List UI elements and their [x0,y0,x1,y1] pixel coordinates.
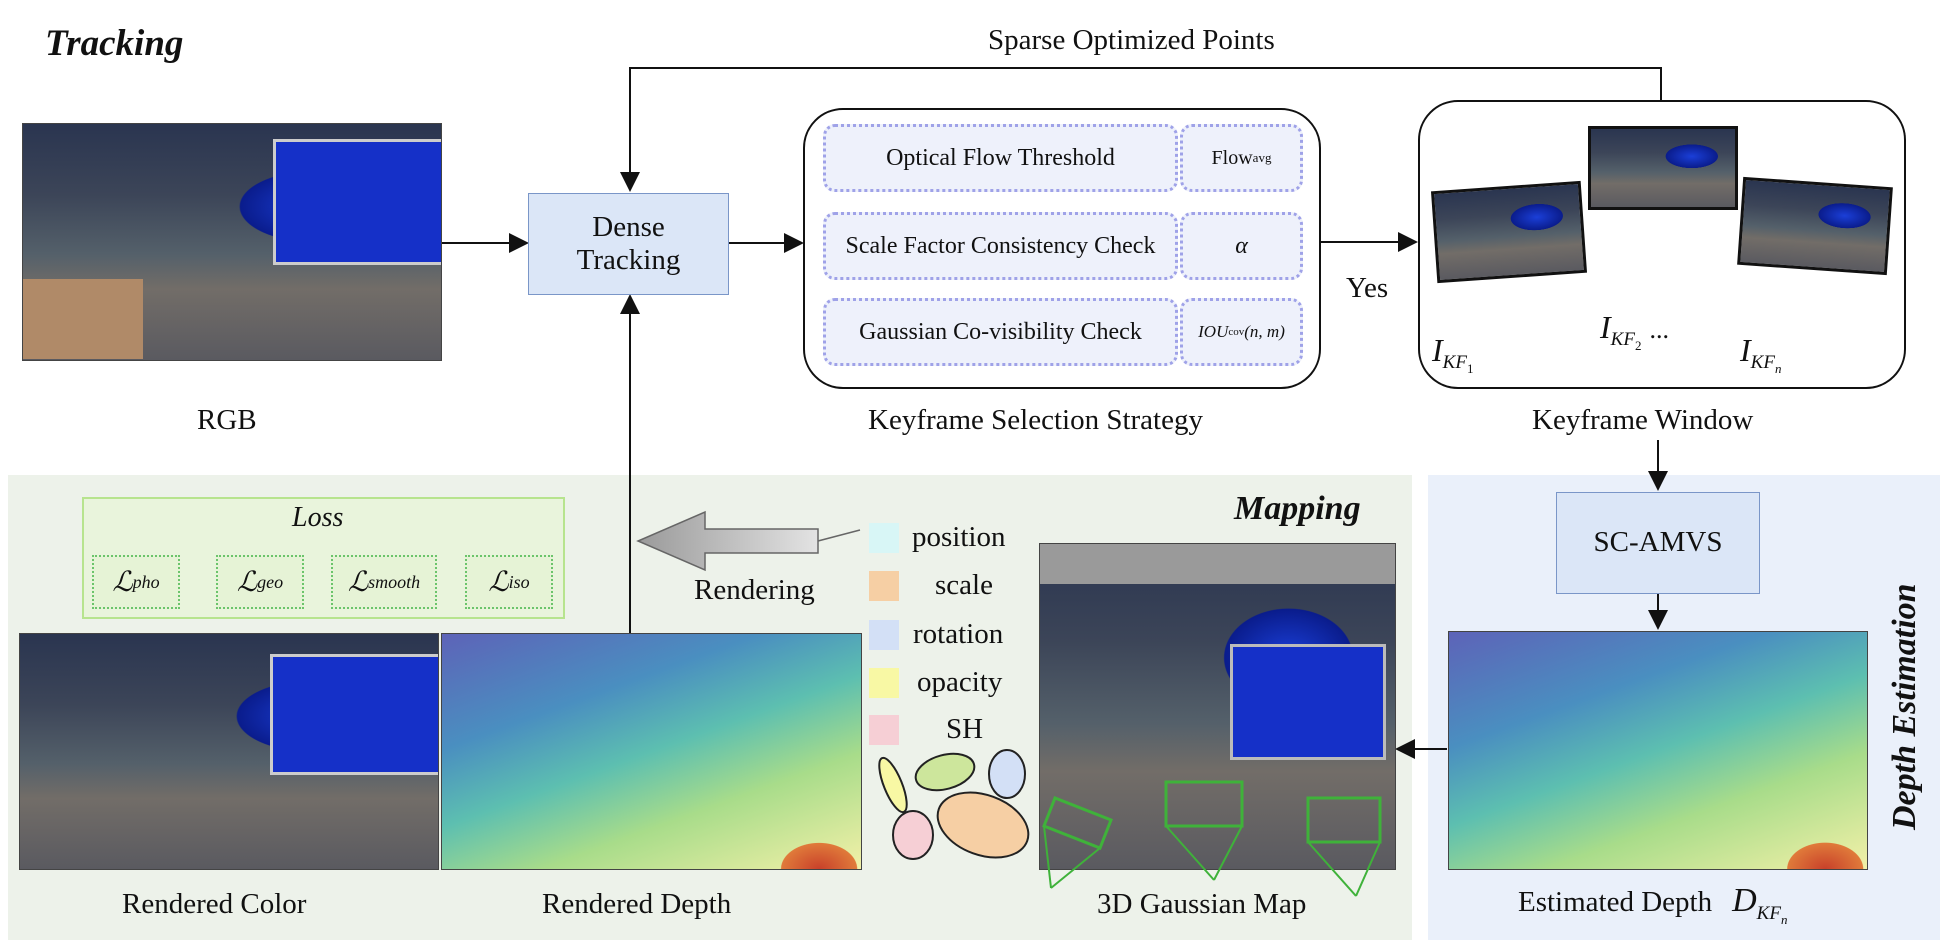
rendering-label: Rendering [694,574,815,606]
flow-symbol: Flow [1211,146,1253,169]
keyframe-window-label: Keyframe Window [1532,404,1754,436]
gaussian-map-image [1039,543,1396,870]
legend-label-scale: scale [935,569,993,601]
d-sub: KF [1756,902,1781,924]
gaussian-map-label: 3D Gaussian Map [1097,888,1307,920]
legend-label-sh: SH [946,713,984,745]
dense-tracking-box: Dense Tracking [528,193,729,295]
depth-estimation-title: Depth Estimation [1886,583,1923,830]
kfn-i: I [1740,332,1751,368]
loss-iso-symbol: ℒ [488,567,509,598]
gaussian-map-screen [1230,644,1386,760]
rendered-depth-label: Rendered Depth [542,888,732,920]
keyframe-thumb-2 [1588,126,1738,210]
loss-iso-sub: iso [508,571,530,592]
legend-label-opacity: opacity [917,666,1003,698]
kf2-i: I [1600,309,1611,345]
gaussian-map-ceiling [1040,544,1395,584]
loss-pho-symbol: ℒ [112,567,133,598]
check-optical-flow: Optical Flow Threshold [823,124,1178,192]
tracking-title: Tracking [45,23,184,64]
yes-label: Yes [1346,272,1389,304]
estimated-depth-caption: Estimated Depth DKFn [1518,882,1787,928]
kfn-symbol: IKFn [1740,332,1781,377]
sc-amvs-box: SC-AMVS [1556,492,1760,594]
d-kfn-symbol: DKFn [1732,882,1787,927]
estimated-depth-image [1448,631,1868,870]
d-symbol: D [1732,882,1757,919]
kf2-index: 2 [1634,338,1642,354]
dense-tracking-line1: Dense [592,210,665,243]
rendered-color-image [19,633,439,870]
legend-label-rotation: rotation [913,618,1004,650]
rgb-image [22,123,442,361]
arrow-sparse-points [620,67,1662,192]
legend-label-position: position [912,521,1006,553]
sparse-points-label: Sparse Optimized Points [988,24,1275,56]
kf1-index: 1 [1466,361,1474,377]
loss-geo-sub: geo [257,571,284,592]
estimated-depth-label: Estimated Depth [1518,886,1713,918]
check-scale-factor: Scale Factor Consistency Check [823,212,1178,280]
rendered-color-screen [270,654,438,775]
iou-subscript: cov [1228,326,1245,338]
keyframe-selection-label: Keyframe Selection Strategy [868,404,1203,436]
dense-tracking-line2: Tracking [576,244,681,276]
legend-swatch-scale [869,571,899,601]
kf2-sub: KF [1610,329,1635,351]
loss-smooth-sub: smooth [368,571,421,592]
rgb-label: RGB [197,404,257,436]
gaussian-ellipses [878,749,1030,860]
loss-geo-symbol: ℒ [236,567,258,598]
loss-pho-sub: pho [132,571,160,592]
loss-smooth-symbol: ℒ [347,567,369,598]
keyframe-thumb-1 [1430,180,1588,284]
kfn-index: n [1774,361,1782,377]
loss-title: Loss [292,502,344,533]
iou-args: (n, m) [1244,322,1285,341]
kf1-symbol: IKF1 [1432,332,1473,377]
rgb-screen [273,139,441,265]
d-index: n [1780,911,1788,927]
mapping-title: Mapping [1234,490,1361,527]
value-alpha: α [1180,212,1303,280]
legend-swatch-position [869,523,899,553]
iou-symbol: IOU [1198,322,1229,341]
keyframe-thumb-n [1737,176,1893,276]
check-gaussian-covisibility: Gaussian Co-visibility Check [823,298,1178,366]
rendered-color-label: Rendered Color [122,888,307,920]
rgb-desk [23,279,143,359]
legend-swatch-opacity [869,668,899,698]
kf1-sub: KF [1442,352,1467,374]
rendering-arrow [636,510,861,572]
kf1-i: I [1432,332,1443,368]
kfn-sub: KF [1750,352,1775,374]
kf-ellipsis: ... [1649,315,1669,344]
legend-swatch-rotation [869,620,899,650]
flow-subscript: avg [1252,150,1272,165]
legend-swatch-sh [869,715,899,745]
kf2-symbol: IKF2 ... [1600,309,1669,354]
rendered-depth-image [441,633,862,870]
